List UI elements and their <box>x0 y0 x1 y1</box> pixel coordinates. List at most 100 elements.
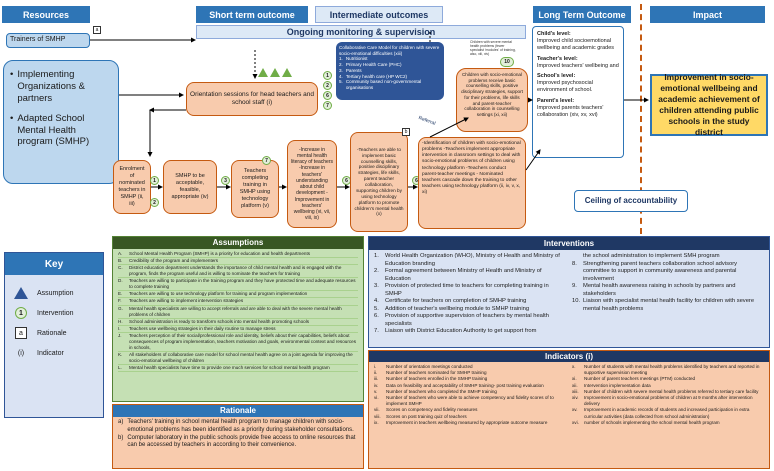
assumption-item: E.Teachers are willing to use technology… <box>118 291 358 299</box>
indicator-item: i.Number of orientation meetings conduct… <box>374 364 473 369</box>
indicator-item: xiv.Improvement in socio-emotional probl… <box>572 394 753 407</box>
header-resources: Resources <box>2 6 90 23</box>
resource-bullet: •Implementing Organizations & partners <box>10 69 85 104</box>
assumption-marker <box>270 68 280 77</box>
intervention-marker: 6 <box>323 91 332 100</box>
assumption-item: A.School Mental Health Program (SMHP) is… <box>118 251 358 259</box>
rationale-tag: a <box>93 26 101 34</box>
intervention-circle-icon: 1 <box>15 307 27 319</box>
indicator-item: xvi.number of schools implementing the s… <box>572 419 720 425</box>
parent-level-title: Parent's level: <box>537 98 575 104</box>
implementers-box: •Implementing Organizations & partners •… <box>3 60 119 184</box>
smhp-acceptable-box: SMHP to be acceptable, feasible, appropr… <box>163 160 217 214</box>
intervention-marker: 1 <box>323 71 332 80</box>
rationale-title: Rationale <box>113 405 363 417</box>
header-long-term: Long Term Outcome <box>533 6 631 23</box>
key-title: Key <box>5 253 103 275</box>
indicator-symbol: (i) <box>17 349 25 357</box>
indicator-item: v.Number of teachers who completed the S… <box>374 388 497 394</box>
indicator-item: ix.Improvement in teachers wellbeing mea… <box>374 419 548 425</box>
intervention-item: 5.Addition of teacher's wellbeing module… <box>374 305 530 312</box>
indicators-panel: Indicators (i) i.Number of orientation m… <box>368 350 770 469</box>
key-row-indicator: (i) Indicator <box>5 343 103 363</box>
collab-care-title: Collaborative Care Model for children wi… <box>339 45 440 56</box>
indicator-item: vi.Number of teachers who were able to a… <box>374 394 554 407</box>
rationale-item: b)Computer laboratory in the public scho… <box>118 434 356 449</box>
collab-care-box: Collaborative Care Model for children wi… <box>336 42 444 100</box>
assumptions-title: Assumptions <box>113 237 363 249</box>
rationale-square-icon: a <box>15 327 27 339</box>
teacher-level-text: Improved teachers' wellbeing and <box>537 62 619 69</box>
arrow-referral <box>429 117 469 138</box>
intervention-marker: 1 <box>150 176 159 185</box>
school-level-title: School's level: <box>537 73 576 80</box>
assumption-item: L.Mental health specialists have time to… <box>118 365 358 373</box>
indicator-item: xiii.Number of children with severe ment… <box>572 388 759 394</box>
parent-level-text: Improved parents teachers' collaboration… <box>537 104 604 118</box>
intervention-marker: 3 <box>221 176 230 185</box>
ceiling-of-accountability: Ceiling of accountability <box>574 190 688 212</box>
trainers-box: Trainers of SMHP <box>6 33 90 48</box>
intervention-item: 8.Strengthening parent teachers collabor… <box>572 260 738 282</box>
child-level-text: Improved child socioemotional wellbeing … <box>537 37 615 51</box>
flow-arrows <box>90 30 649 190</box>
key-row-rationale: a Rationale <box>5 323 103 343</box>
intervention-item: 3.Provision of protected time to teacher… <box>374 283 549 297</box>
teachers-training-box: Teachers completing training in SMHP usi… <box>231 160 279 218</box>
indicator-item: iv.Data on feasibility and acceptability… <box>374 382 544 388</box>
key-panel: Key Assumption 1 Intervention a Rational… <box>4 252 104 418</box>
assumption-item: I.Teachers use wellbeing strategies in t… <box>118 326 358 333</box>
interventions-list: 1.World Health Organization (WHO), Minis… <box>369 250 769 339</box>
teacher-level-title: Teacher's level: <box>537 55 578 62</box>
indicator-item: viii.Scores on post training quiz of tea… <box>374 413 467 419</box>
intervention-marker: 2 <box>150 198 159 207</box>
indicators-list: i.Number of orientation meetings conduct… <box>369 362 769 428</box>
assumption-item: J.Teachers perception of their social/pr… <box>118 333 358 352</box>
resource-bullet: •Adapted School Mental Health program (S… <box>10 112 90 148</box>
enrolment-box: Enrolment of nominated teachers in SMHP … <box>113 160 151 214</box>
key-row-assumption: Assumption <box>5 283 103 303</box>
header-short-term: Short term outcome <box>196 6 308 23</box>
key-row-intervention: 1 Intervention <box>5 303 103 323</box>
impact-box: Improvement in socio-emotional wellbeing… <box>650 72 768 137</box>
trainers-label: Trainers of SMHP <box>10 36 66 44</box>
teachers-able-box: -Teachers are able to implement basic co… <box>350 132 408 232</box>
assumptions-panel: Assumptions A.School Mental Health Progr… <box>112 236 364 402</box>
indicator-item: xi.Number of parent teachers meetings (P… <box>572 376 696 382</box>
collab-item: 4.Tertiary health care (HP WC2) <box>339 73 408 79</box>
rationale-tag: b <box>402 128 410 136</box>
child-referral-box: Children with socio-emotional problems r… <box>456 68 528 132</box>
assumption-item: F.Teachers are willing to implement inte… <box>118 298 358 306</box>
rationale-list: a)Teachers' training in school mental he… <box>113 417 363 452</box>
assumption-item: C.District education department understa… <box>118 265 358 279</box>
rationale-panel: Rationale a)Teachers' training in school… <box>112 404 364 469</box>
orientation-box: Orientation sessions for head teachers a… <box>186 82 318 116</box>
intervention-item: 9.Mental health awareness raising in sch… <box>572 283 736 297</box>
intervention-item: the school administration to implement S… <box>583 253 720 259</box>
interventions-panel: Interventions 1.World Health Organizatio… <box>368 236 770 348</box>
arrow-identify-longterm <box>525 149 541 171</box>
header-impact: Impact <box>650 6 765 23</box>
intervention-marker: 2 <box>323 81 332 90</box>
assumption-marker <box>282 68 292 77</box>
increase-literacy-box: -Increase in mental health literacy of t… <box>287 140 337 228</box>
assumption-item: K.All stakeholders of collaborative care… <box>118 352 358 366</box>
identification-box: -Identification of children with socio-e… <box>418 137 526 229</box>
indicator-item: ii.Number of teachers nominated for SMHP… <box>374 370 487 376</box>
collab-item: 1.Nutritionist <box>339 56 368 62</box>
intervention-marker: 7 <box>262 156 271 165</box>
intervention-marker: 7 <box>323 101 332 110</box>
indicator-item: vii.Scores on competency and fidelity me… <box>374 407 478 413</box>
impact-separator <box>640 4 642 234</box>
assumption-triangle-icon <box>14 287 28 299</box>
intervention-item: 1.World Health Organization (WHO), Minis… <box>374 253 560 267</box>
intervention-item: 7.Liaison with District Education Author… <box>374 328 537 335</box>
assumption-item: H.School administration is ready to tran… <box>118 319 358 326</box>
indicator-item: x.Number of students with mental health … <box>572 364 760 376</box>
assumption-item: G.Mental health specialists are willing … <box>118 306 358 319</box>
interventions-title: Interventions <box>369 237 769 250</box>
assumption-item: D.Teachers are willing to participate in… <box>118 278 358 292</box>
intervention-item: 2.Formal agreement between Ministry of H… <box>374 268 542 282</box>
assumption-marker <box>258 68 268 77</box>
rationale-item: a)Teachers' training in school mental he… <box>118 419 354 433</box>
